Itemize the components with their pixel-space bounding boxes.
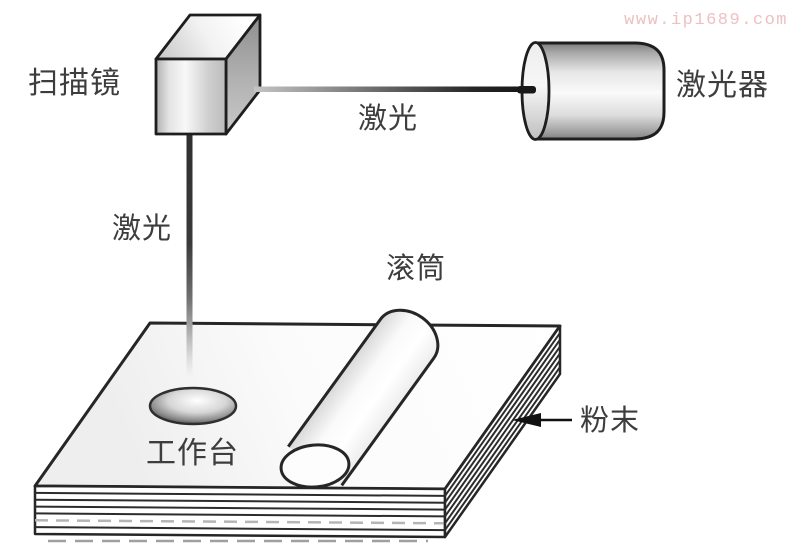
powder-layer-lines-side <box>444 332 561 531</box>
powder-arrowhead-icon <box>512 413 541 427</box>
laser-source-outline <box>535 41 666 141</box>
laser-source-cylinder <box>517 41 666 141</box>
laser-beam-vertical <box>186 134 193 378</box>
scanner-mirror-label: 扫描镜 <box>28 67 121 100</box>
scanner-mirror-cube <box>154 13 262 136</box>
powder-label: 粉末 <box>580 405 641 437</box>
roller-cylinder <box>287 308 440 487</box>
worktable-laser-spot <box>148 386 238 426</box>
cube-front-face <box>154 57 228 136</box>
roller-body <box>288 310 438 486</box>
laser-source-body <box>535 43 664 139</box>
watermark-text: www.ip1689.com <box>624 11 788 30</box>
laser-beam-vertical-label: 激光 <box>112 213 173 245</box>
roller-end-face <box>279 443 351 489</box>
powder-arrow <box>512 413 572 427</box>
roller-label: 滚筒 <box>386 253 447 285</box>
laser-beam-entry-nub <box>517 86 536 94</box>
worktable-label: 工作台 <box>146 437 239 470</box>
powder-layer-line-light <box>34 519 446 525</box>
roller-outline <box>287 308 440 487</box>
laser-source-label: 激光器 <box>676 69 769 102</box>
powder-layer-lines-front <box>34 491 446 532</box>
laser-beam-horizontal-label: 激光 <box>358 103 419 135</box>
laser-beam-horizontal <box>254 86 535 92</box>
